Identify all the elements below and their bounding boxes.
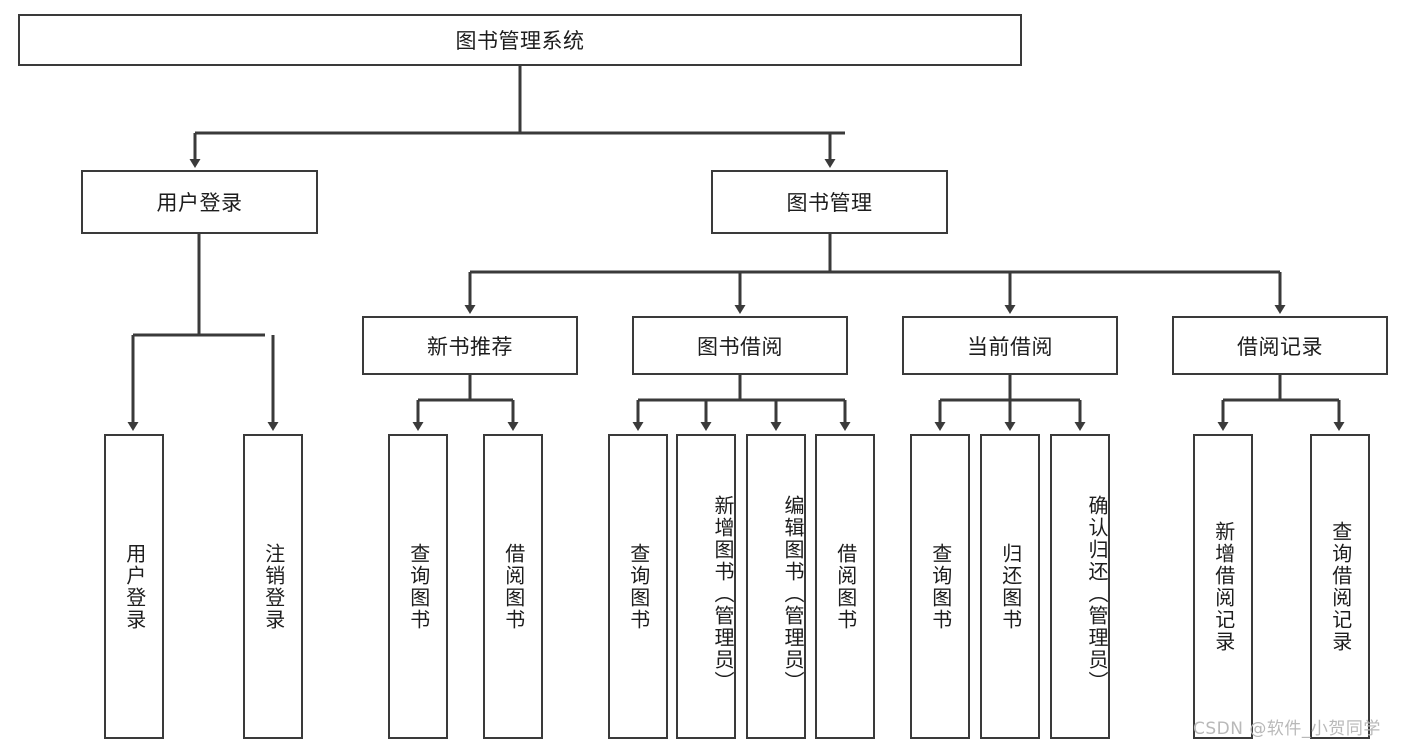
leaf-add-borrow-record[interactable]: 新增借阅记录 (1193, 434, 1253, 739)
leaf-add-book-admin[interactable]: 新增图书（管理员） (676, 434, 736, 739)
leaf-query-book-borrow[interactable]: 查询图书 (608, 434, 668, 739)
node-current-borrow[interactable]: 当前借阅 (902, 316, 1118, 375)
leaf-query-borrow-record[interactable]: 查询借阅记录 (1310, 434, 1370, 739)
leaf-query-book-current[interactable]: 查询图书 (910, 434, 970, 739)
leaf-user-login[interactable]: 用户登录 (104, 434, 164, 739)
leaf-return-book[interactable]: 归还图书 (980, 434, 1040, 739)
leaf-edit-book-admin[interactable]: 编辑图书（管理员） (746, 434, 806, 739)
node-book-borrow[interactable]: 图书借阅 (632, 316, 848, 375)
node-book-management[interactable]: 图书管理 (711, 170, 948, 234)
node-new-book-recommend[interactable]: 新书推荐 (362, 316, 578, 375)
leaf-logout[interactable]: 注销登录 (243, 434, 303, 739)
leaf-confirm-return-admin[interactable]: 确认归还（管理员） (1050, 434, 1110, 739)
node-root[interactable]: 图书管理系统 (18, 14, 1022, 66)
leaf-borrow-book-recommend[interactable]: 借阅图书 (483, 434, 543, 739)
node-user-login[interactable]: 用户登录 (81, 170, 318, 234)
csdn-watermark: CSDN @软件_小贺同学 (1193, 719, 1381, 739)
node-borrow-record[interactable]: 借阅记录 (1172, 316, 1388, 375)
leaf-borrow-book[interactable]: 借阅图书 (815, 434, 875, 739)
leaf-query-book-recommend[interactable]: 查询图书 (388, 434, 448, 739)
